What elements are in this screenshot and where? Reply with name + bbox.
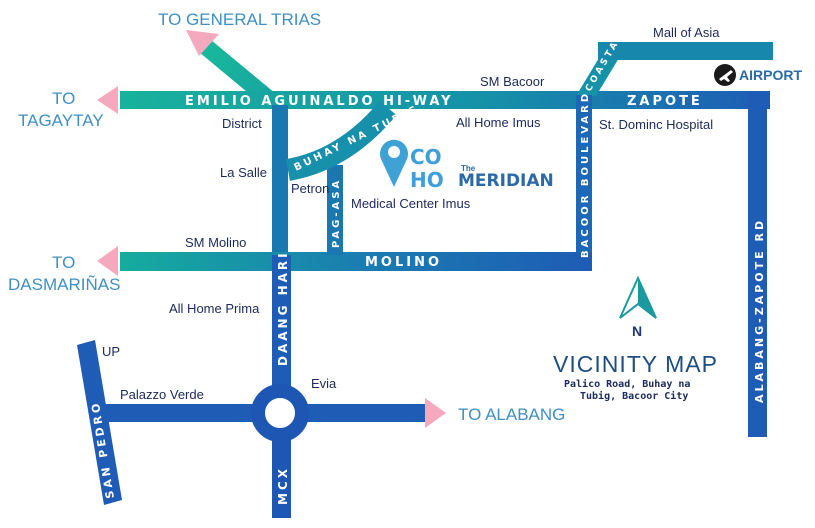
place-all-home-imus: All Home Imus bbox=[456, 115, 541, 130]
airport-label: AIRPORT bbox=[739, 67, 802, 83]
label-pag-asa: PAG-ASA bbox=[331, 178, 342, 248]
location-pin-hole bbox=[388, 146, 400, 158]
label-coastal: COASTAL bbox=[584, 31, 626, 94]
airplane-glyph bbox=[719, 70, 733, 82]
logo-co: CO bbox=[410, 145, 442, 169]
label-emilio-aguinaldo: EMILIO AGUINALDO HI-WAY bbox=[185, 94, 454, 109]
compass-arrow-fill bbox=[638, 278, 656, 318]
roundabout bbox=[251, 384, 309, 442]
label-molino: MOLINO bbox=[365, 255, 442, 270]
road-palazzo-verde bbox=[95, 404, 255, 422]
road-emilio-aguinaldo bbox=[120, 91, 770, 109]
arrow-tagaytay-icon bbox=[97, 86, 118, 114]
logo-the: The bbox=[461, 164, 476, 173]
coho-meridian-logo: CO HO The MERIDIAN bbox=[380, 139, 554, 192]
place-mall-of-asia: Mall of Asia bbox=[653, 25, 720, 40]
dest-alabang: TO ALABANG bbox=[458, 405, 565, 424]
dest-general-trias: TO GENERAL TRIAS bbox=[158, 10, 321, 29]
place-palazzo-verde: Palazzo Verde bbox=[120, 387, 204, 402]
road-daang-hari bbox=[272, 255, 291, 395]
label-zapote: ZAPOTE bbox=[627, 94, 703, 109]
dest-dasmarinas: DASMARIÑAS bbox=[8, 275, 120, 294]
road-molino bbox=[120, 252, 592, 271]
label-alabang-zapote: ALABANG-ZAPOTE RD bbox=[753, 218, 766, 403]
vicinity-title: VICINITY MAP bbox=[553, 351, 718, 377]
vicinity-subtitle-line1: Palico Road, Buhay na bbox=[564, 378, 690, 390]
place-up: UP bbox=[102, 344, 120, 359]
label-bacoor-boulevard: BACOOR BOULEVARD bbox=[580, 91, 591, 258]
dest-tagaytay-to: TO bbox=[52, 89, 75, 108]
place-district: District bbox=[222, 116, 262, 131]
dest-tagaytay: TAGAYTAY bbox=[18, 111, 104, 130]
label-daang-hari: DAANG HARI bbox=[276, 250, 290, 366]
arrow-dasmarinas-icon bbox=[97, 246, 118, 276]
logo-meridian: MERIDIAN bbox=[458, 171, 554, 191]
compass-letter: N bbox=[632, 323, 642, 339]
road-district bbox=[272, 105, 288, 255]
label-mcx: MCX bbox=[276, 466, 290, 505]
arrow-alabang-icon bbox=[425, 398, 446, 428]
north-compass: N bbox=[619, 275, 657, 339]
road-buhay-na-tubig bbox=[285, 100, 397, 181]
place-sm-bacoor: SM Bacoor bbox=[480, 74, 545, 89]
place-la-salle: La Salle bbox=[220, 165, 267, 180]
road-to-alabang bbox=[305, 404, 425, 422]
location-pin-icon bbox=[380, 139, 408, 187]
arrow-general-trias-icon bbox=[186, 30, 219, 56]
road-bacoor-boulevard bbox=[576, 95, 592, 271]
road-alabang-zapote bbox=[748, 91, 767, 437]
place-petron: Petron bbox=[291, 181, 329, 196]
place-evia: Evia bbox=[311, 376, 337, 391]
place-medical-center: Medical Center Imus bbox=[351, 196, 471, 211]
place-st-dominic: St. Dominc Hospital bbox=[599, 117, 713, 132]
place-all-home-prima: All Home Prima bbox=[169, 301, 260, 316]
place-sm-molino: SM Molino bbox=[185, 235, 246, 250]
road-san-pedro bbox=[77, 340, 122, 505]
logo-ho: HO bbox=[410, 168, 444, 192]
airport-marker: AIRPORT bbox=[714, 64, 802, 86]
dest-dasmarinas-to: TO bbox=[52, 253, 75, 272]
road-mcx bbox=[272, 432, 291, 518]
vicinity-subtitle-line2: Tubig, Bacoor City bbox=[580, 390, 688, 402]
road-mall-of-asia bbox=[598, 42, 773, 60]
road-pag-asa bbox=[327, 165, 343, 255]
